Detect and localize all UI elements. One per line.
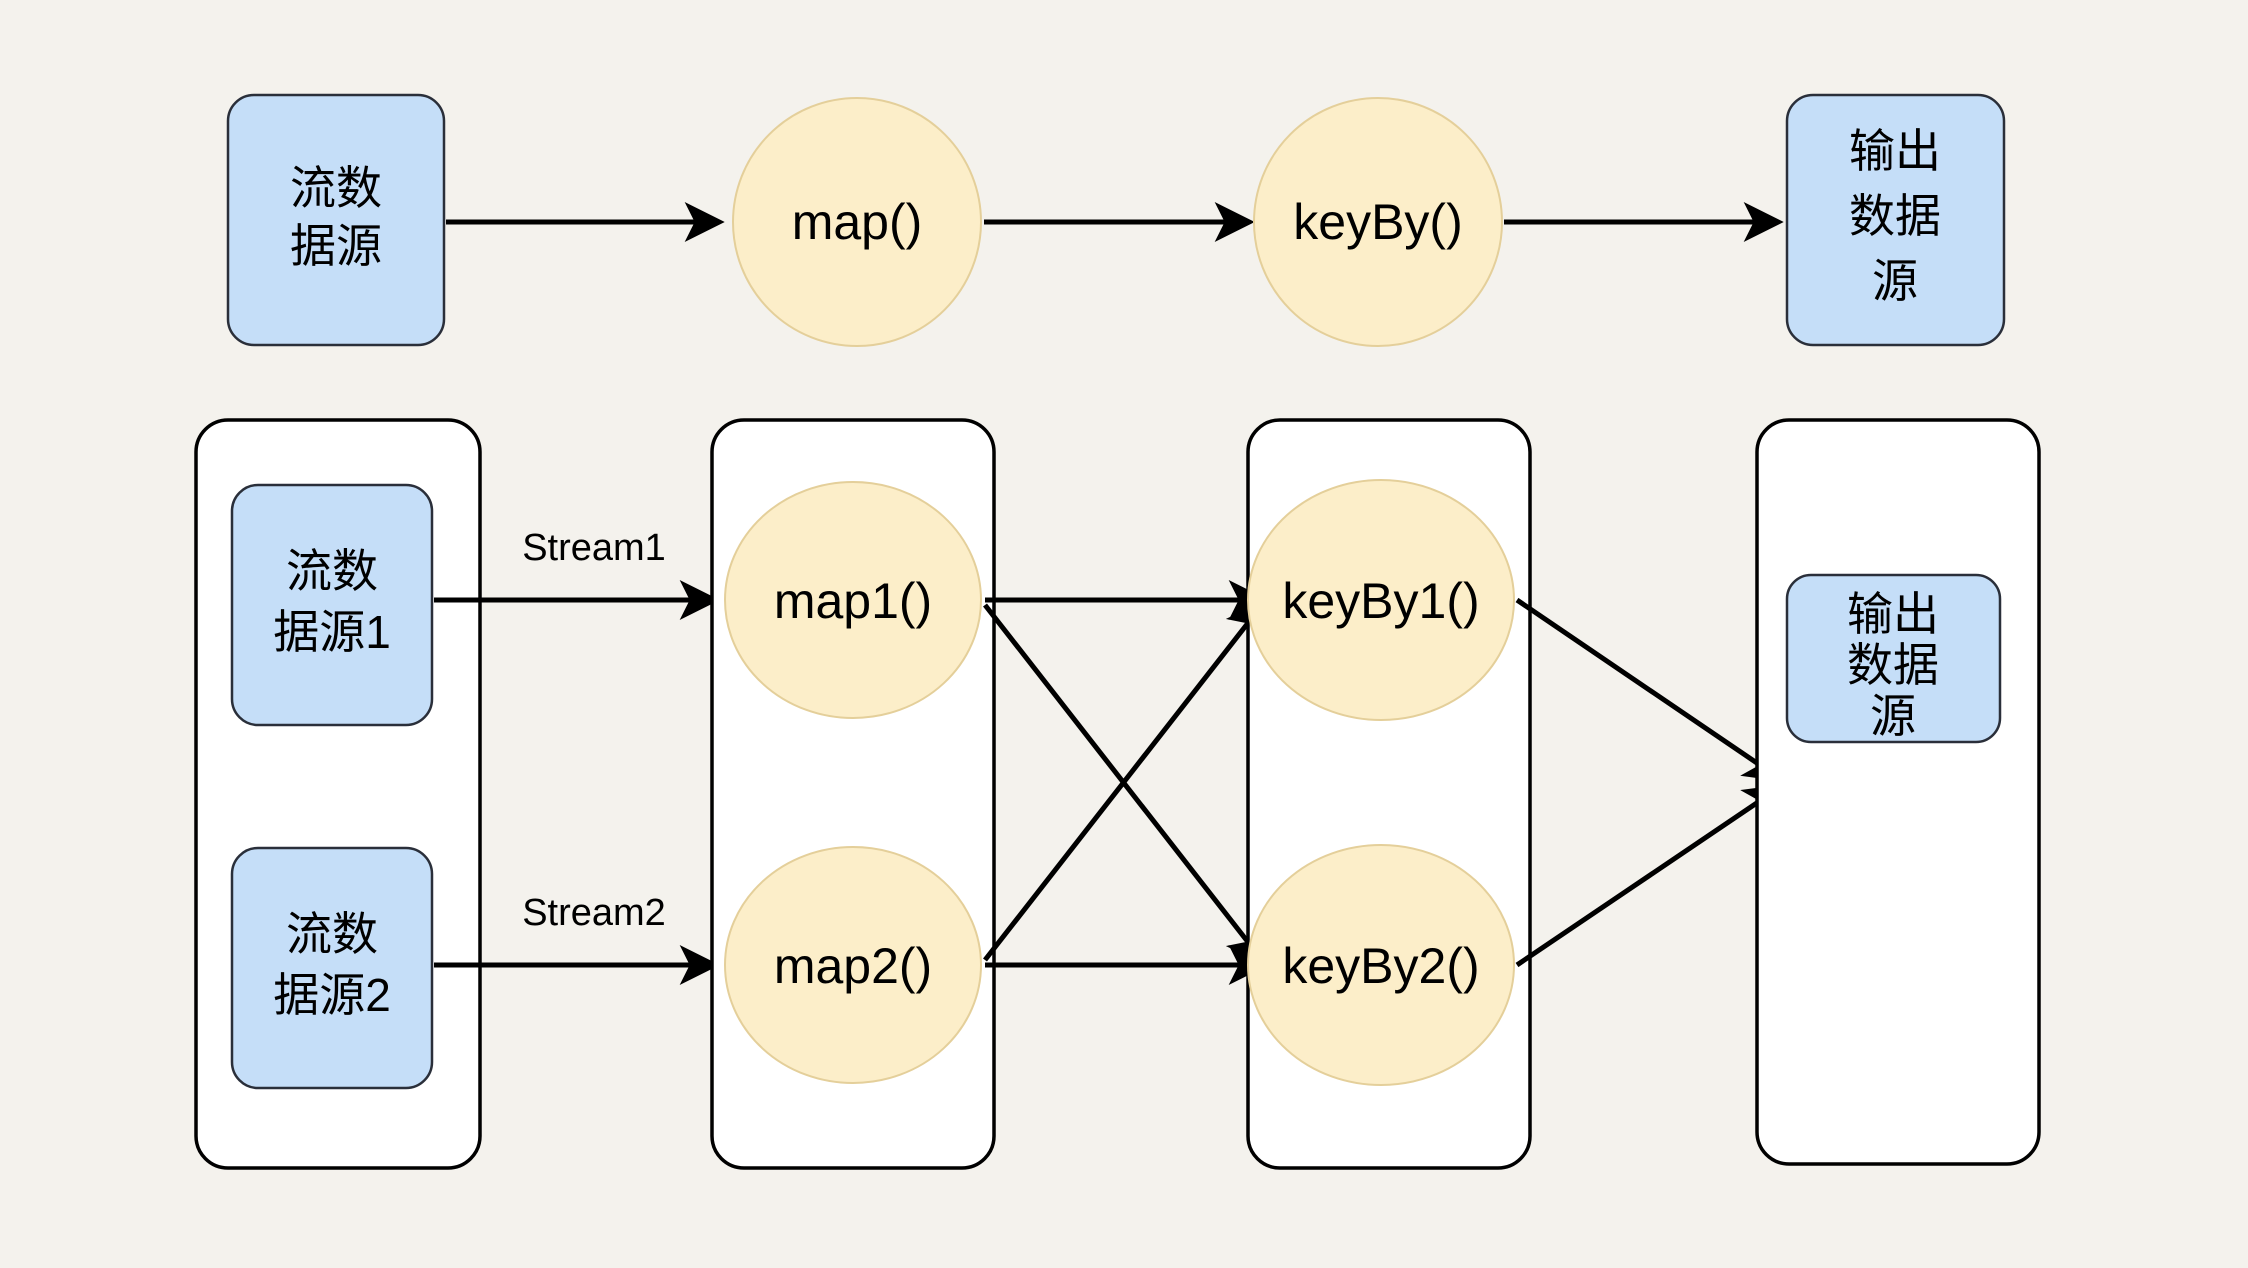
bottom-sink-label-line3: 源 [1870, 690, 1916, 742]
top-row-pipeline: 流数 据源 map() keyBy() 输出 [226, 93, 2006, 347]
bottom-map2-circle[interactable] [724, 846, 982, 1084]
bottom-sink-box[interactable] [1785, 573, 2002, 744]
bottom-source2-label-line1: 流数 [286, 908, 378, 960]
top-sink-node[interactable]: 输出 数据 源 [1785, 93, 2006, 347]
bottom-source1-box[interactable] [230, 483, 434, 727]
bottom-sink-label-line2: 数据 [1847, 639, 1939, 691]
top-map-circle[interactable] [732, 97, 982, 347]
bottom-sink-group-box[interactable] [1755, 418, 2041, 1166]
bottom-sink-node[interactable]: 输出 数据 源 [1785, 573, 2002, 744]
edge-label-stream1: Stream1 [522, 527, 666, 569]
bottom-row-pipeline: 流数 据源1 流数 据源2 Stream1 Stream2 [194, 418, 2041, 1170]
top-map-label: map() [792, 194, 923, 250]
top-source-box[interactable] [226, 93, 446, 347]
bottom-keyby2-label: keyBy2() [1282, 938, 1479, 994]
bottom-source2-node[interactable]: 流数 据源2 [230, 846, 434, 1090]
top-keyby-circle[interactable] [1253, 97, 1503, 347]
top-keyby-node[interactable]: keyBy() [1253, 97, 1503, 347]
bottom-keyby1-circle[interactable] [1247, 479, 1515, 721]
bottom-source1-label-line1: 流数 [286, 545, 378, 597]
top-source-label-line1: 流数 [290, 162, 382, 214]
bottom-source2-label-line2: 据源2 [273, 969, 391, 1021]
top-sink-label-line2: 数据 [1849, 190, 1941, 242]
bottom-keyby1-node[interactable]: keyBy1() [1247, 479, 1515, 721]
top-sink-box[interactable] [1785, 93, 2006, 347]
top-keyby-label: keyBy() [1293, 194, 1462, 250]
top-sink-label-line1: 输出 [1849, 125, 1941, 177]
bottom-source1-label-line2: 据源1 [273, 606, 391, 658]
bottom-keyby-group[interactable]: keyBy1() keyBy2() [1246, 418, 1532, 1170]
edge-map2-to-keyby1 [983, 599, 1267, 962]
edge-keyby2-to-sink [1515, 784, 1785, 968]
bottom-map2-node[interactable]: map2() [724, 846, 982, 1084]
bottom-map1-label: map1() [774, 573, 932, 629]
top-source-label-line2: 据源 [290, 220, 382, 272]
bottom-source1-node[interactable]: 流数 据源1 [230, 483, 434, 727]
edge-keyby1-to-sink [1515, 597, 1785, 782]
bottom-keyby2-circle[interactable] [1247, 844, 1515, 1086]
bottom-keyby1-label: keyBy1() [1282, 573, 1479, 629]
bottom-map-group[interactable]: map1() map2() [710, 418, 996, 1170]
bottom-source2-box[interactable] [230, 846, 434, 1090]
bottom-keyby2-node[interactable]: keyBy2() [1247, 844, 1515, 1086]
top-map-node[interactable]: map() [732, 97, 982, 347]
bottom-map1-circle[interactable] [724, 481, 982, 719]
edge-label-stream2: Stream2 [522, 892, 666, 934]
top-source-node[interactable]: 流数 据源 [226, 93, 446, 347]
bottom-source-group[interactable]: 流数 据源1 流数 据源2 [194, 418, 482, 1170]
bottom-map2-label: map2() [774, 938, 932, 994]
bottom-sink-group[interactable]: 输出 数据 源 [1755, 418, 2041, 1166]
top-sink-label-line3: 源 [1872, 255, 1918, 307]
bottom-map1-node[interactable]: map1() [724, 481, 982, 719]
bottom-sink-label-line1: 输出 [1847, 588, 1939, 640]
